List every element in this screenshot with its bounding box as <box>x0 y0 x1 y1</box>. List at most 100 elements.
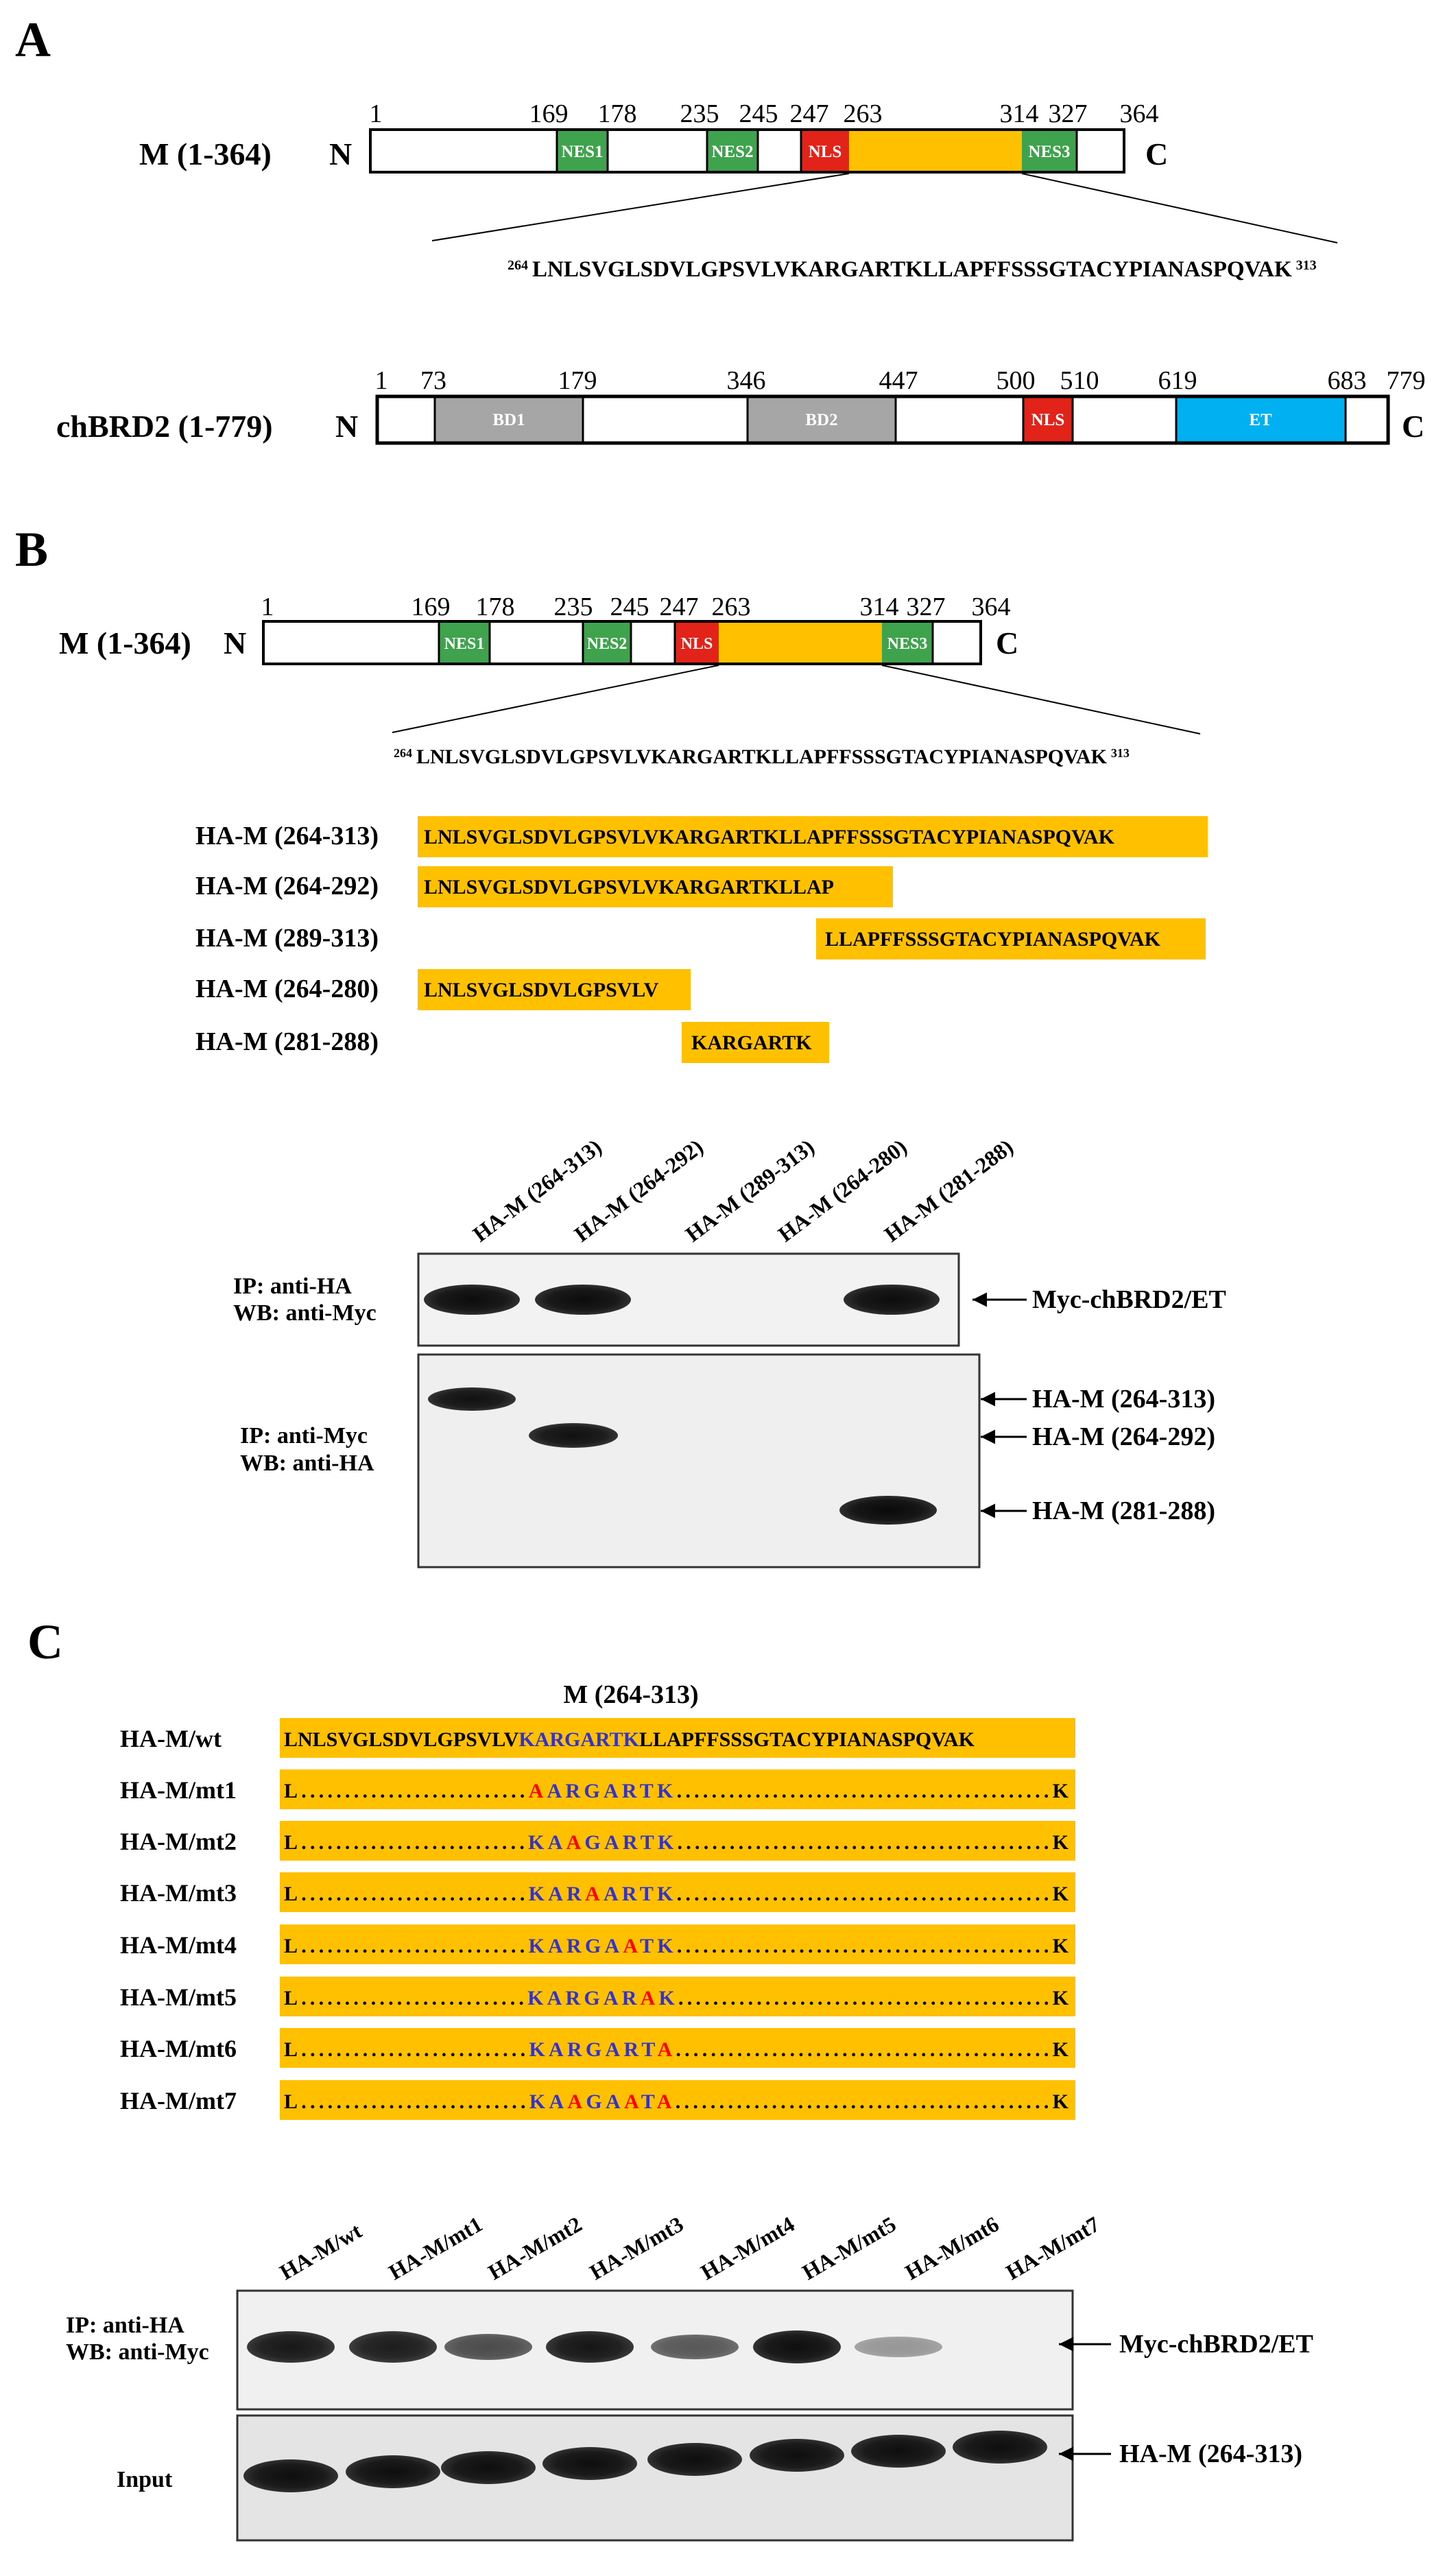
brd2-tick: 179 <box>558 366 597 395</box>
blot-c1-wb-label: WB: anti-Myc <box>66 2339 209 2365</box>
blot-b-ip-myc <box>417 1353 981 1569</box>
m-tick-b: 1 <box>261 593 274 621</box>
m-protein-bar-a <box>369 128 1125 174</box>
construct-bar <box>682 1022 829 1063</box>
blot-b1-wb-label: WB: anti-Myc <box>233 1300 377 1326</box>
m-tick-b: 169 <box>411 593 451 621</box>
blot-band <box>542 2447 637 2480</box>
brd2-protein-name: chBRD2 (1-779) <box>56 409 273 444</box>
nes1-label-b: NES1 <box>444 635 485 653</box>
m-tick-a: 245 <box>739 99 778 128</box>
m-tick-a: 1 <box>370 99 383 128</box>
brd2-nls-box <box>1023 398 1073 442</box>
nls-box-b <box>675 623 719 663</box>
sequence-row-bg <box>280 1769 1075 1809</box>
brd2-tick: 779 <box>1387 366 1426 395</box>
brd2-tick: 510 <box>1060 366 1099 395</box>
construct-name: HA-M (264-280) <box>195 975 379 1003</box>
brd2-protein-bar <box>375 394 1390 445</box>
et-label: ET <box>1249 411 1272 429</box>
blot-band <box>243 2459 338 2492</box>
brd2-tick: 500 <box>996 366 1036 395</box>
mutant-row-name: HA-M/mt5 <box>120 1983 237 2011</box>
lane-label-c: HA-M/mt7 <box>1002 2211 1104 2285</box>
band-layer-b1 <box>424 1285 940 1315</box>
lane-label-c: HA-M/mt1 <box>385 2211 487 2285</box>
construct-name: HA-M (281-288) <box>195 1027 379 1056</box>
blot-c1-band-label: Myc-chBRD2/ET <box>1119 2330 1313 2359</box>
bd2-label: BD2 <box>805 411 837 429</box>
mutant-row-name: HA-M/mt6 <box>120 2035 237 2062</box>
nes3-box-a <box>1022 131 1077 171</box>
blot-band <box>428 1387 516 1411</box>
lane-label-c: HA-M/mt2 <box>484 2211 586 2285</box>
sequence-row-bg <box>280 2080 1075 2120</box>
blot-band <box>535 1285 631 1315</box>
m-tick-b: 263 <box>712 593 751 621</box>
blot-b2-band-label: HA-M (264-313) <box>1032 1385 1215 1414</box>
nes1-box-a <box>557 131 608 171</box>
sequence-row-bg <box>280 1924 1075 1964</box>
m-tick-b: 247 <box>660 593 699 621</box>
m-tick-b: 235 <box>554 593 593 621</box>
bd1-box <box>435 398 583 442</box>
nes3-label-a: NES3 <box>1028 143 1070 161</box>
band-layer-b2 <box>428 1387 937 1525</box>
core-region-b <box>719 623 882 663</box>
m-n-terminus-a: N <box>329 136 352 171</box>
m-tick-a: 247 <box>790 99 829 128</box>
blot-band <box>855 2337 942 2357</box>
brd2-nls-label: NLS <box>1031 411 1065 429</box>
band-layer-c2 <box>243 2431 1047 2492</box>
blot-c2-band-label: HA-M (264-313) <box>1119 2440 1302 2468</box>
blot-b1-ip-label: IP: anti-HA <box>233 1274 352 1299</box>
blot-b1-band-label: Myc-chBRD2/ET <box>1032 1285 1226 1314</box>
mutant-row-name: HA-M/mt3 <box>120 1879 237 1907</box>
construct-name: HA-M (264-292) <box>195 872 379 901</box>
m-protein-name-b: M (1-364) <box>59 625 191 660</box>
sequence-row-bg <box>280 1872 1075 1912</box>
m-tick-b: 314 <box>860 593 899 621</box>
mutant-row-name: HA-M/wt <box>120 1725 222 1752</box>
m-tick-a: 364 <box>1120 99 1159 128</box>
construct-bar <box>816 918 1206 959</box>
zoom-line-left-b <box>392 665 719 733</box>
nes3-label-b: NES3 <box>887 635 928 653</box>
blot-b2-band-label: HA-M (264-292) <box>1032 1422 1215 1451</box>
sequence-row-bg <box>280 2028 1075 2068</box>
et-box <box>1176 398 1346 442</box>
bd1-label: BD1 <box>492 411 525 429</box>
construct-sequence: LNLSVGLSDVLGPSVLVKARGARTKLLAP <box>424 876 834 898</box>
blot-band <box>349 2331 437 2363</box>
zoom-line-right-b <box>881 665 1201 735</box>
mutant-row-name: HA-M/mt1 <box>120 1776 237 1804</box>
nls-label-a: NLS <box>809 143 842 161</box>
brd2-c-terminus: C <box>1402 409 1424 444</box>
m-tick-a: 263 <box>844 99 883 128</box>
blot-band <box>444 2334 532 2360</box>
zoom-line-left-a <box>431 173 850 241</box>
construct-bar <box>418 969 691 1010</box>
m-tick-a: 169 <box>529 99 569 128</box>
brd2-tick: 1 <box>375 366 388 395</box>
sequence-row-bg <box>280 1718 1075 1758</box>
construct-name: HA-M (264-313) <box>195 822 379 850</box>
blot-c2-input-label: Input <box>117 2467 173 2492</box>
blot-band <box>953 2431 1047 2464</box>
deletion-constructs: HA-M (264-313) HA-M (264-292) HA-M (289-… <box>195 816 1208 1063</box>
blot-band <box>424 1285 520 1315</box>
bd2-box <box>748 398 896 442</box>
blot-band <box>750 2439 844 2472</box>
m-c-terminus-b: C <box>996 625 1018 660</box>
blot-c1-ip-label: IP: anti-HA <box>66 2313 184 2338</box>
blot-band <box>346 2455 440 2488</box>
blot-band <box>851 2435 946 2468</box>
lane-label-c: HA-M/mt5 <box>798 2211 900 2285</box>
m-tick-b: 364 <box>972 593 1011 621</box>
nes2-box-b <box>583 623 631 663</box>
m-tick-b: 178 <box>476 593 515 621</box>
brd2-tick: 447 <box>879 366 918 395</box>
